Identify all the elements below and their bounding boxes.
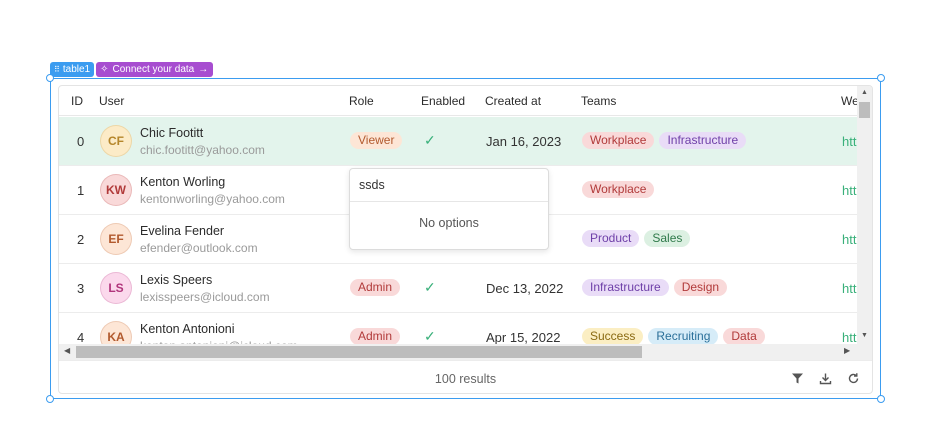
user-name: Evelina Fender [140,224,225,238]
avatar: EF [100,223,132,255]
download-icon[interactable] [817,370,833,386]
team-tag: Workplace [582,181,655,198]
role-tag[interactable]: Admin [350,328,401,344]
team-tag: Workplace [582,132,655,149]
user-email: kenton.antonioni@icloud.com [140,339,298,344]
role-tag[interactable]: Viewer [350,132,403,149]
scroll-down-icon[interactable]: ▼ [861,332,868,339]
cell-id: 4 [77,330,85,344]
component-name: table1 [62,64,91,75]
scroll-right-icon[interactable]: ▶ [844,346,851,355]
column-header-website[interactable]: We [841,94,857,108]
table-viewport: ID User Role Enabled Created at Teams We… [59,86,857,344]
user-email: kentonworling@yahoo.com [140,192,285,206]
table: ID User Role Enabled Created at Teams We… [58,85,873,394]
scroll-up-icon[interactable]: ▲ [861,89,868,96]
team-tag: Infrastructure [582,279,669,296]
drag-handle-icon[interactable]: ⠿ [54,65,60,74]
avatar: CF [100,125,132,157]
selection-frame [50,78,881,399]
table-row[interactable]: 4 KA Kenton Antonioni kenton.antonioni@iclo… [59,313,857,344]
team-tag: Infrastructure [659,132,747,149]
table-header: ID User Role Enabled Created at Teams We [59,86,857,116]
website-link[interactable]: htt [842,134,857,149]
horizontal-scrollbar[interactable]: ◀ ▶ [59,344,857,360]
enabled-check-icon: ✓ [424,328,436,344]
sparkle-icon: ✧ [100,64,109,75]
cell-id: 3 [77,281,85,296]
team-tag: Sales [644,230,691,247]
user-email: efender@outlook.com [140,241,258,255]
table-row[interactable]: 3 LS Lexis Speers lexisspeers@icloud.com Adm… [59,264,857,313]
created-date: Apr 15, 2022 [486,330,561,344]
user-name: Kenton Worling [140,175,226,189]
refresh-icon[interactable] [845,370,861,386]
website-link[interactable]: htt [842,281,857,296]
column-header-role[interactable]: Role [349,94,374,108]
connect-data-button[interactable]: ✧ Connect your data → [96,62,214,77]
enabled-check-icon: ✓ [424,279,436,295]
vertical-scroll-thumb[interactable] [859,102,870,118]
column-header-id[interactable]: ID [71,94,83,108]
team-tag: Success [582,328,644,344]
scrollbar-corner [857,344,872,360]
website-link[interactable]: htt [842,330,857,344]
team-tag: Product [582,230,640,247]
table-row[interactable]: 0 CF Chic Footitt chic.footitt@yahoo.com Vie… [59,117,857,166]
avatar: LS [100,272,132,304]
team-tag: Data [723,328,765,344]
arrow-right-icon: → [198,64,209,75]
horizontal-scroll-thumb[interactable] [76,346,642,358]
user-name: Chic Footitt [140,126,204,140]
cell-id: 0 [77,134,85,149]
results-count: 100 results [434,372,497,386]
team-tag: Recruiting [648,328,719,344]
role-tag[interactable]: Admin [350,279,401,296]
dropdown-search-input[interactable]: ssds [350,169,548,202]
cell-id: 1 [77,183,85,198]
scroll-left-icon[interactable]: ◀ [64,346,71,355]
user-name: Kenton Antonioni [140,322,235,336]
teams-cell: Workplace [582,181,655,198]
user-email: chic.footitt@yahoo.com [140,143,265,157]
dropdown-empty-message: No options [419,216,479,230]
component-label: ⠿ table1 ✧ Connect your data → [50,62,214,77]
vertical-scrollbar[interactable]: ▲ ▼ [857,86,872,344]
component-name-chip[interactable]: ⠿ table1 [50,62,95,77]
resize-handle-top-left[interactable] [46,74,54,82]
table-footer: 100 results [59,360,872,393]
cell-id: 2 [77,232,85,247]
enabled-check-icon: ✓ [424,132,436,148]
team-tag: Design [673,279,728,296]
role-select-dropdown: ssds No options [349,168,549,250]
filter-icon[interactable] [789,370,805,386]
user-name: Lexis Speers [140,273,213,287]
column-header-created[interactable]: Created at [485,94,542,108]
created-date: Jan 16, 2023 [486,134,562,149]
resize-handle-bottom-right[interactable] [877,395,885,403]
website-link[interactable]: htt [842,183,857,198]
connect-data-label: Connect your data [112,64,195,75]
resize-handle-bottom-left[interactable] [46,395,54,403]
avatar: KW [100,174,132,206]
resize-handle-top-right[interactable] [877,74,885,82]
avatar: KA [100,321,132,344]
column-header-enabled[interactable]: Enabled [421,94,466,108]
website-link[interactable]: htt [842,232,857,247]
created-date: Dec 13, 2022 [486,281,564,296]
column-header-teams[interactable]: Teams [581,94,617,108]
user-email: lexisspeers@icloud.com [140,290,270,304]
column-header-user[interactable]: User [99,94,125,108]
